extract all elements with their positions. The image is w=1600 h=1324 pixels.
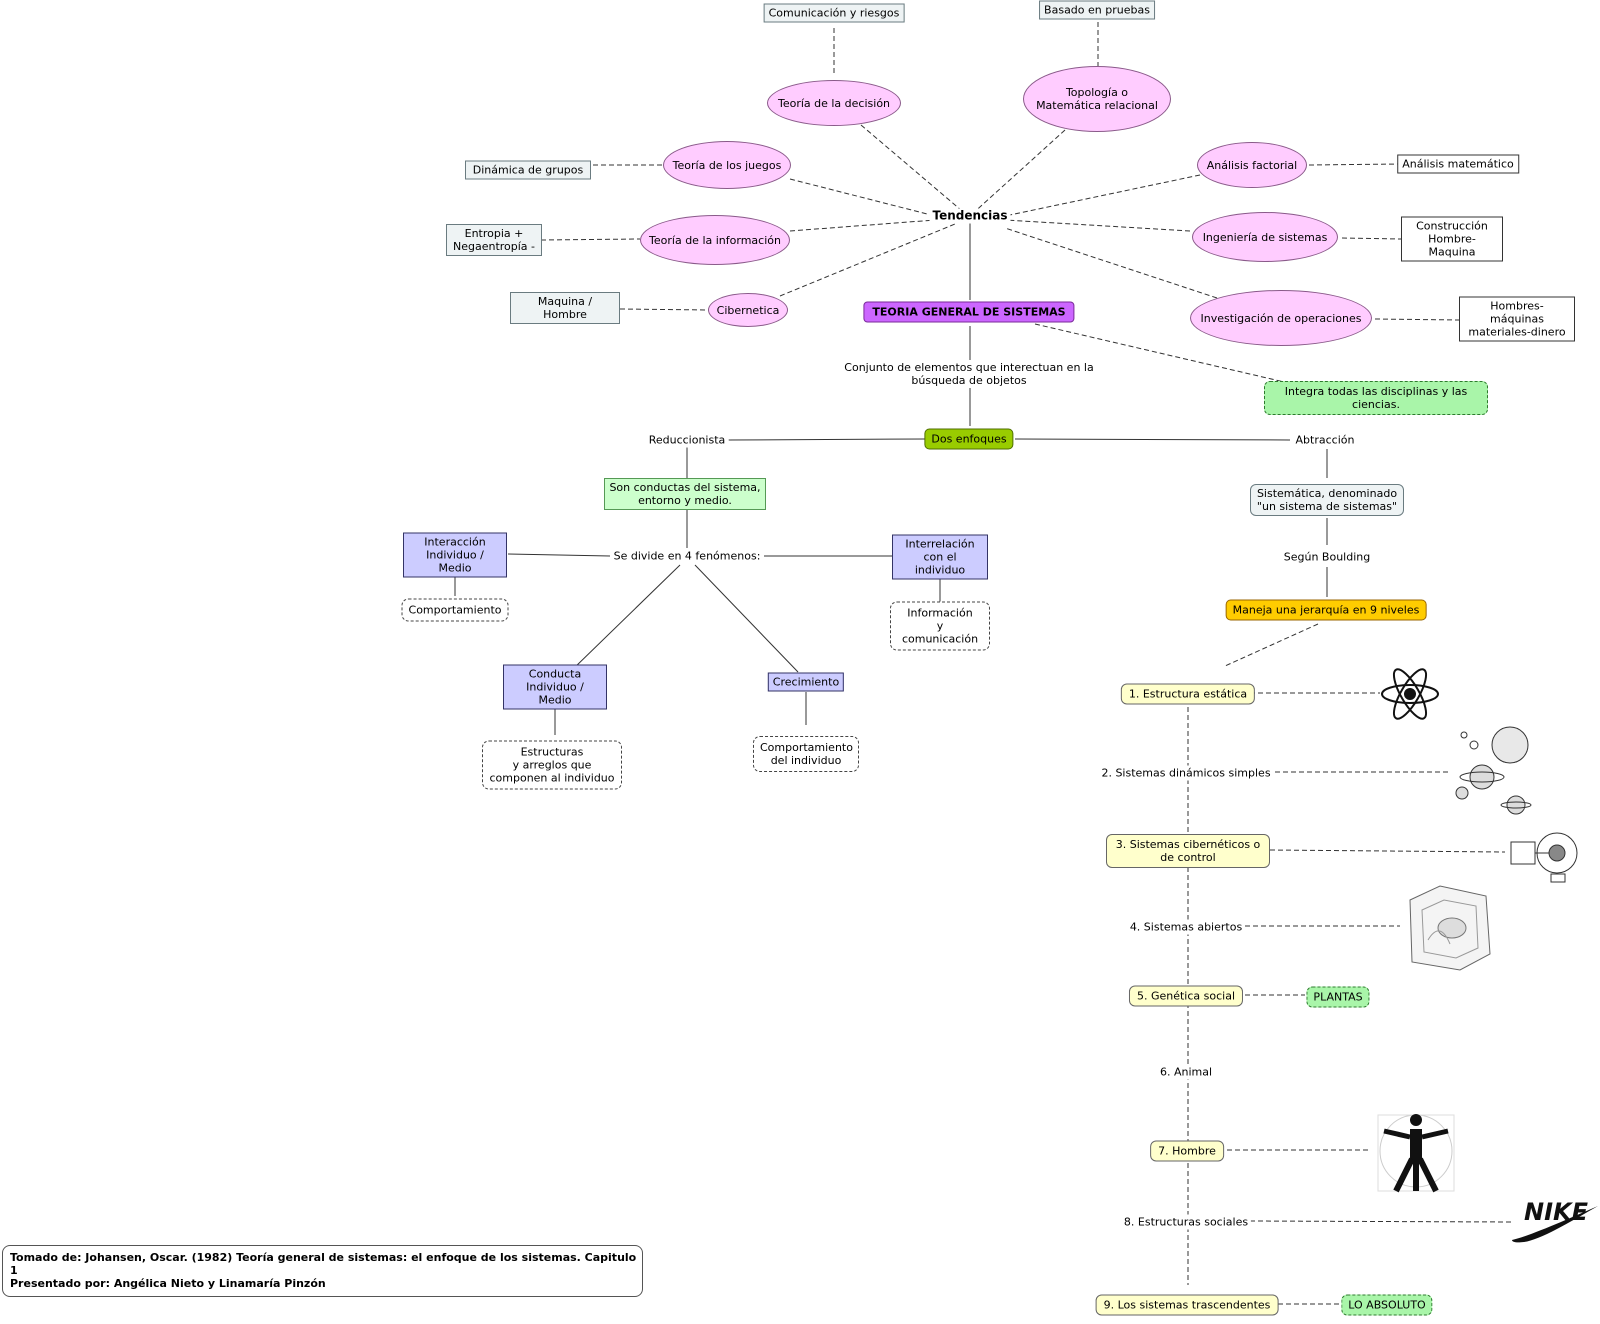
lo-absoluto-box: LO ABSOLUTO <box>1341 1294 1433 1316</box>
segun-boulding-label: Según Boulding <box>1280 549 1374 565</box>
footer-authors: Presentado por: Angélica Nieto y Linamar… <box>10 1277 326 1290</box>
level-6-label: 6. Animal <box>1156 1064 1216 1080</box>
conductas-box: Son conductas del sistema, entorno y med… <box>604 478 766 510</box>
basado-pruebas-box: Basado en pruebas <box>1039 0 1155 20</box>
dos-enfoques-node: Dos enfoques <box>924 428 1014 450</box>
crecimiento-box: Crecimiento <box>767 672 845 692</box>
divide-label: Se divide en 4 fenómenos: <box>610 548 764 564</box>
analisis-matematico-box: Análisis matemático <box>1397 154 1519 174</box>
machine-diagram-icon <box>1510 832 1578 883</box>
reduccionista-label: Reduccionista <box>645 432 729 448</box>
comportamiento-box: Comportamiento <box>401 598 509 622</box>
level-9-node: 9. Los sistemas trascendentes <box>1095 1294 1279 1316</box>
estructuras-box: Estructuras y arreglos que componen al i… <box>482 740 622 790</box>
investigacion-operaciones-node: Investigación de operaciones <box>1190 290 1372 346</box>
center-node: TEORIA GENERAL DE SISTEMAS <box>863 301 1075 323</box>
atom-icon <box>1381 668 1439 720</box>
level-5-node: 5. Genética social <box>1128 985 1244 1007</box>
tendencias-label: Tendencias <box>929 208 1011 224</box>
ingenieria-sistemas-node: Ingeniería de sistemas <box>1192 212 1338 262</box>
interaccion-box: Interacción Individuo / Medio <box>403 532 507 578</box>
level-4-label: 4. Sistemas abiertos <box>1126 919 1246 935</box>
footer-citation-box: Tomado de: Johansen, Oscar. (1982) Teorí… <box>2 1245 643 1297</box>
teoria-juegos-node: Teoría de los juegos <box>663 141 791 189</box>
planets-icon <box>1455 726 1532 815</box>
svg-text:NIKE: NIKE <box>1524 1198 1589 1226</box>
sistematica-box: Sistemática, denominado "un sistema de s… <box>1250 484 1404 516</box>
jerarquia-node: Maneja una jerarquía en 9 niveles <box>1225 599 1427 621</box>
maquina-hombre-box: Maquina / Hombre <box>510 292 620 324</box>
cibernetica-node: Cibernetica <box>708 293 788 327</box>
entropia-box: Entropia + Negaentropía - <box>446 224 542 256</box>
conducta-box: Conducta Individuo / Medio <box>503 664 607 710</box>
teoria-informacion-node: Teoría de la información <box>640 215 790 265</box>
construccion-box: Construcción Hombre-Maquina <box>1401 216 1503 262</box>
comportamiento-individuo-box: Comportamiento del individuo <box>753 736 859 772</box>
dinamica-grupos-box: Dinámica de grupos <box>465 160 591 180</box>
level-8-label: 8. Estructuras sociales <box>1120 1214 1252 1230</box>
topologia-node: Topología o Matemática relacional <box>1023 66 1171 132</box>
integra-disciplinas-box: Integra todas las disciplinas y las cien… <box>1264 381 1488 415</box>
abtraccion-label: Abtracción <box>1292 432 1358 448</box>
level-3-node: 3. Sistemas cibernéticos o de control <box>1106 834 1270 868</box>
plantas-box: PLANTAS <box>1306 986 1370 1008</box>
footer-source: Tomado de: Johansen, Oscar. (1982) Teorí… <box>10 1251 637 1277</box>
level-2-label: 2. Sistemas dinámicos simples <box>1098 765 1274 781</box>
vitruvian-man-icon <box>1377 1114 1455 1193</box>
level-7-node: 7. Hombre <box>1150 1140 1224 1162</box>
teoria-decision-node: Teoría de la decisión <box>767 80 901 126</box>
plant-cell-icon <box>1409 885 1491 971</box>
nike-logo-icon: NIKE <box>1512 1198 1598 1243</box>
level-1-node: 1. Estructura estática <box>1120 683 1256 705</box>
conjunto-label: Conjunto de elementos que interectuan en… <box>841 360 1097 388</box>
analisis-factorial-node: Análisis factorial <box>1197 142 1307 188</box>
comunicacion-riesgos-box: Comunicación y riesgos <box>763 3 905 23</box>
hombres-maquinas-box: Hombres-máquinas materiales-dinero <box>1459 296 1575 342</box>
interrelacion-box: Interrelación con el individuo <box>892 534 988 580</box>
informacion-comunicacion-box: Información y comunicación <box>890 601 990 651</box>
